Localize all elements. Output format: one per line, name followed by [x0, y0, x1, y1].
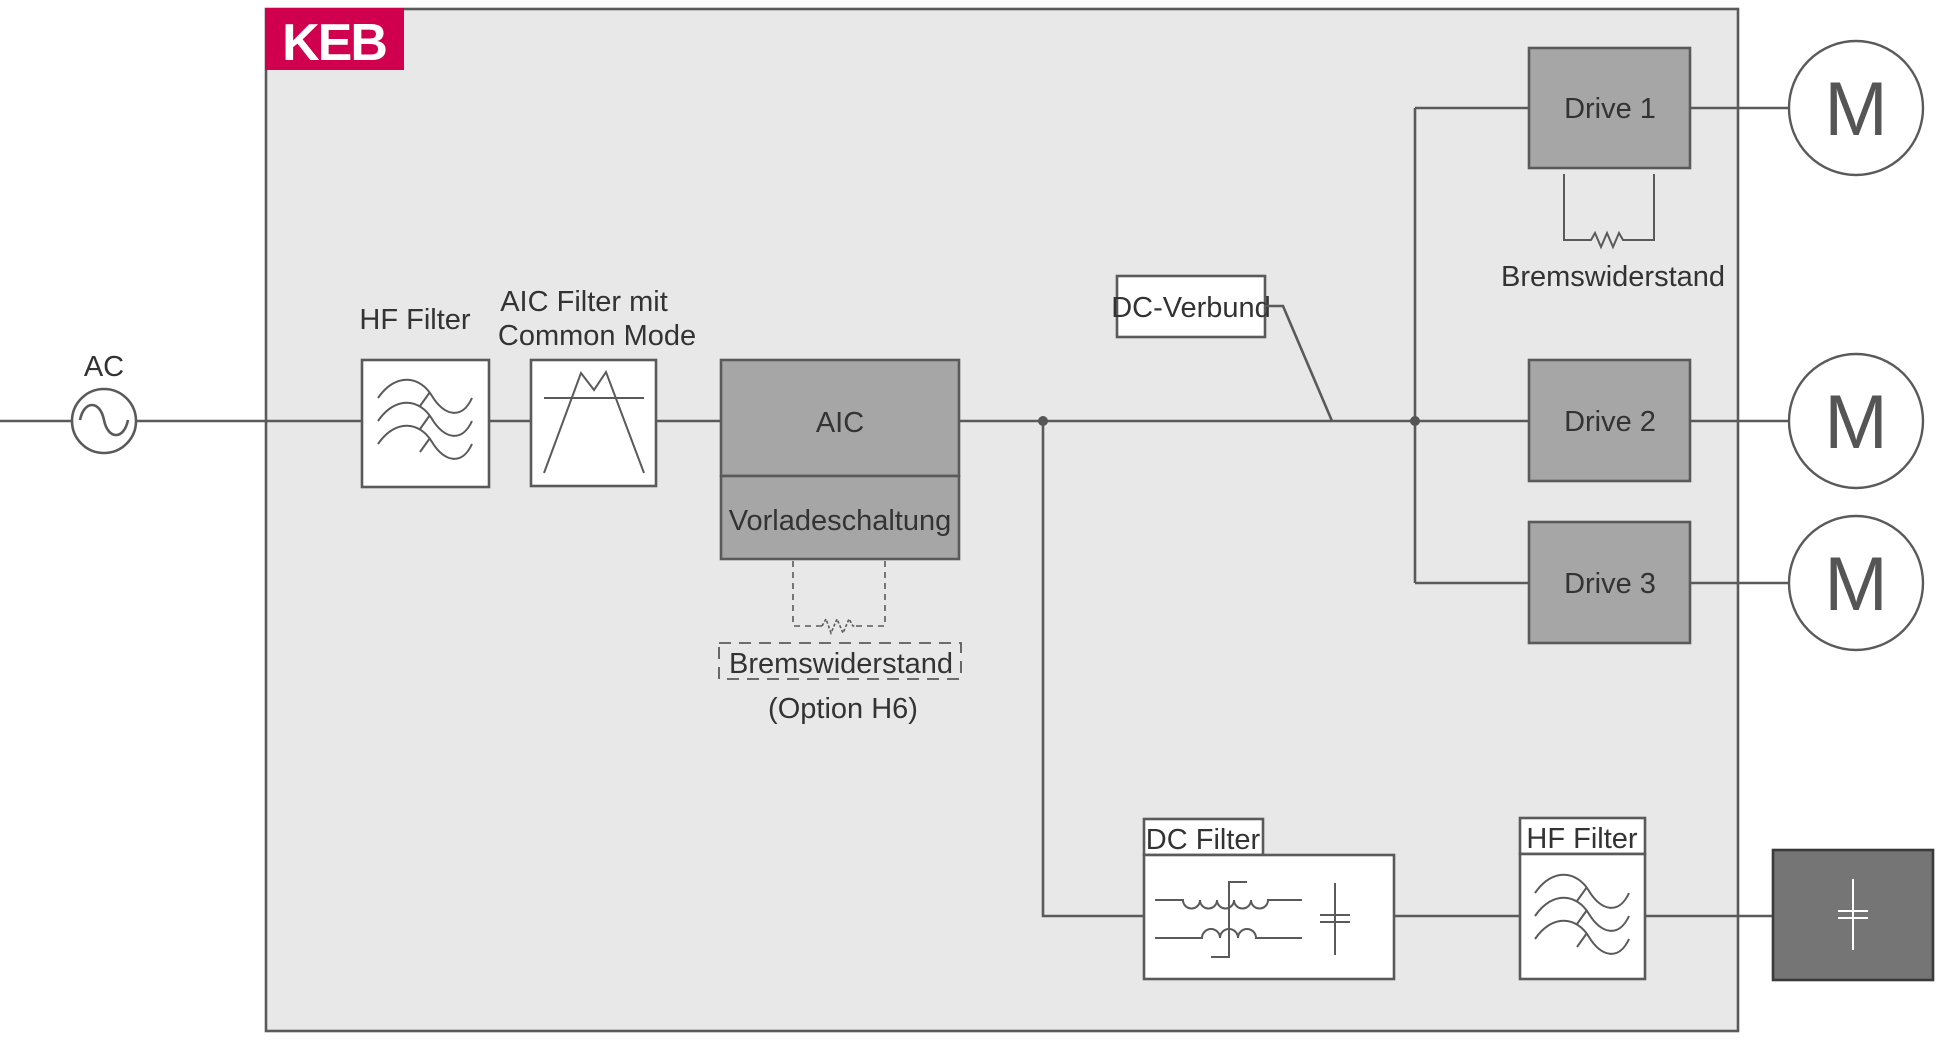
ac-label: AC	[84, 351, 124, 383]
logo-background	[265, 8, 404, 70]
motor-1	[1787, 39, 1925, 177]
resistor-icon	[821, 616, 856, 636]
dc-link-label: DC-Verbund	[1111, 292, 1271, 324]
dc-link-callout: DC-Verbund	[1111, 274, 1334, 422]
drive-3-box	[1527, 520, 1692, 645]
aic-filter-box	[529, 358, 658, 488]
motor-2	[1787, 352, 1925, 490]
drive-brake-label: Bremswiderstand	[1501, 261, 1725, 293]
capacitor-icon	[1838, 879, 1868, 950]
precharge-box	[719, 474, 961, 561]
system-container	[264, 7, 1740, 1033]
keb-logo: KEB	[265, 8, 404, 72]
dc-filter: DC Filter	[1142, 817, 1396, 981]
hf-filter-output-tab	[1518, 816, 1647, 856]
precharge-label: Vorladeschaltung	[729, 505, 952, 537]
dc-link-leader	[1265, 304, 1334, 422]
dc-filter-icon	[1155, 881, 1350, 958]
capacitor-module	[1771, 848, 1935, 982]
wire-branch-dc-filter	[1041, 421, 1144, 918]
hf-filter-icon	[1534, 873, 1630, 955]
hf-filter-input-label: HF Filter	[359, 304, 471, 336]
drive-1-label: Drive 1	[1564, 93, 1656, 125]
bus-junction-dot	[1410, 416, 1420, 426]
resistor-icon	[1563, 174, 1655, 250]
aic-filter-icon	[543, 369, 645, 474]
hf-filter-icon	[377, 378, 473, 460]
drive-2-box	[1527, 358, 1692, 483]
motor-3-label: M	[1824, 542, 1887, 627]
drive-brake-resistor: Bremswiderstand	[1501, 174, 1725, 293]
drive-2: Drive 2 M	[1527, 352, 1925, 490]
brake-label-box	[718, 642, 962, 680]
aic-label: AIC	[816, 407, 864, 439]
aic-filter-label-line2: Common Mode	[498, 320, 696, 352]
hf-filter-output-label: HF Filter	[1526, 823, 1638, 855]
logo-text: KEB	[282, 14, 386, 72]
hf-filter-input-box	[360, 358, 491, 489]
drive-3: Drive 3 M	[1527, 514, 1925, 652]
aic-brake-resistor: Bremswiderstand (Option H6)	[718, 561, 962, 725]
aic-filter-label-line1: AIC Filter mit	[500, 286, 668, 318]
motor-2-label: M	[1824, 380, 1887, 465]
aic-filter: AIC Filter mit Common Mode	[498, 286, 696, 488]
drive-3-label: Drive 3	[1564, 568, 1656, 600]
sine-wave-icon	[78, 403, 130, 437]
drive-1: Drive 1 M	[1527, 39, 1925, 177]
dc-filter-label: DC Filter	[1146, 824, 1261, 856]
brake-label: Bremswiderstand	[729, 648, 953, 680]
hf-filter-input: HF Filter	[359, 304, 491, 489]
drive-2-label: Drive 2	[1564, 406, 1656, 438]
dc-link-box	[1115, 274, 1267, 339]
dc-filter-tab	[1142, 817, 1265, 857]
hf-filter-output: HF Filter	[1518, 816, 1647, 981]
motor-3	[1787, 514, 1925, 652]
brake-option-label: (Option H6)	[768, 693, 918, 725]
ac-source: AC	[70, 351, 138, 455]
drive-1-box	[1527, 46, 1692, 170]
dc-filter-box	[1142, 853, 1396, 981]
aic-unit: AIC Vorladeschaltung	[719, 358, 961, 561]
motor-1-label: M	[1824, 67, 1887, 152]
